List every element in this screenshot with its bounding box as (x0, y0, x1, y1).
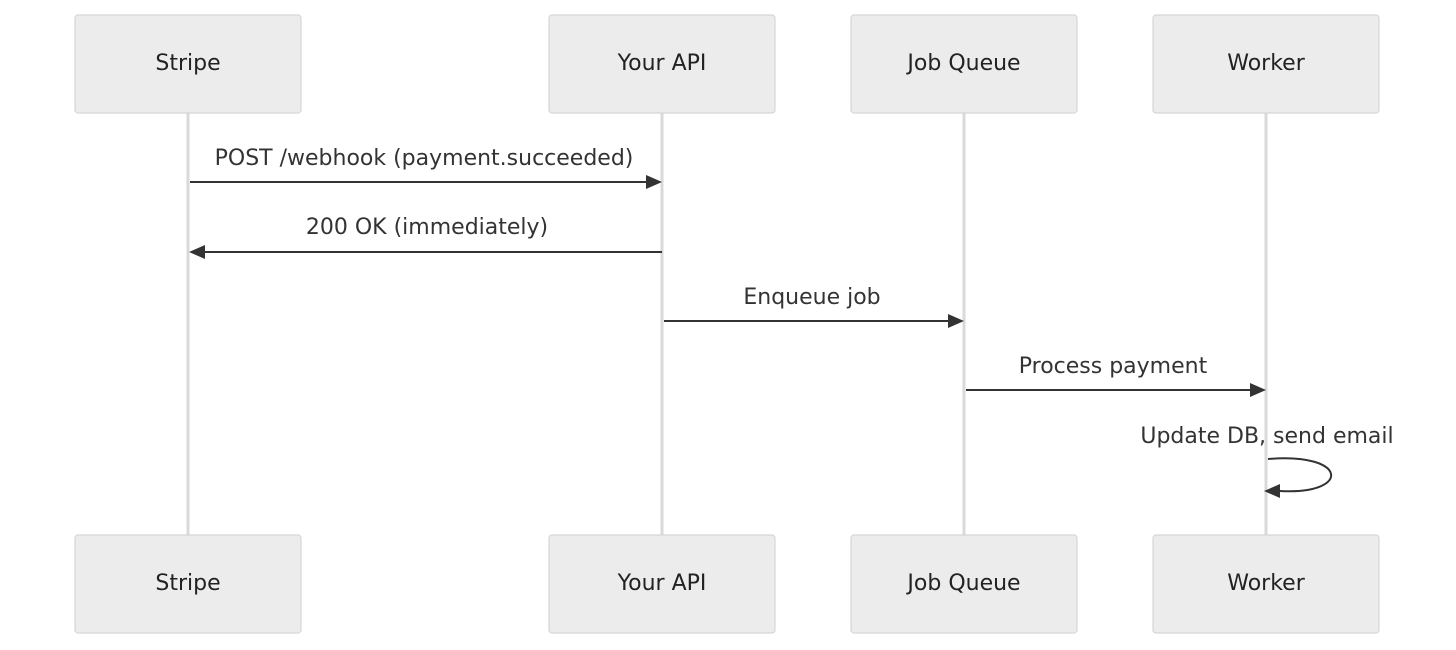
participant-label: Your API (617, 571, 707, 596)
arrowhead-right-icon (646, 175, 662, 189)
message-webhook: POST /webhook (payment.succeeded) (190, 146, 662, 189)
arrowhead-right-icon (948, 314, 964, 328)
message-label: Update DB, send email (1140, 424, 1393, 449)
participant-top-worker: Worker (1152, 14, 1380, 114)
message-label: Process payment (1019, 354, 1208, 379)
participant-label: Stripe (155, 571, 220, 596)
arrowhead-right-icon (1250, 383, 1266, 397)
participant-label: Worker (1227, 51, 1305, 76)
message-enqueue: Enqueue job (664, 285, 964, 328)
participant-top-stripe: Stripe (74, 14, 302, 114)
message-label: 200 OK (immediately) (306, 215, 548, 240)
participant-bottom-stripe: Stripe (74, 534, 302, 634)
message-label: POST /webhook (payment.succeeded) (215, 146, 634, 171)
participant-label: Job Queue (905, 51, 1020, 76)
participant-label: Worker (1227, 571, 1305, 596)
self-loop-arc (1267, 457, 1332, 493)
arrowhead-left-icon (189, 245, 205, 259)
participant-bottom-api: Your API (548, 534, 776, 634)
participant-label: Stripe (155, 51, 220, 76)
message-label: Enqueue job (743, 285, 880, 310)
arrowhead-left-icon (1264, 484, 1280, 498)
message-200-ok: 200 OK (immediately) (189, 215, 662, 259)
message-process-payment: Process payment (966, 354, 1266, 397)
participant-top-queue: Job Queue (850, 14, 1078, 114)
participant-label: Job Queue (905, 571, 1020, 596)
participant-top-api: Your API (548, 14, 776, 114)
participant-bottom-queue: Job Queue (850, 534, 1078, 634)
participant-label: Your API (617, 51, 707, 76)
message-update-db: Update DB, send email (1140, 424, 1394, 498)
participant-bottom-worker: Worker (1152, 534, 1380, 634)
